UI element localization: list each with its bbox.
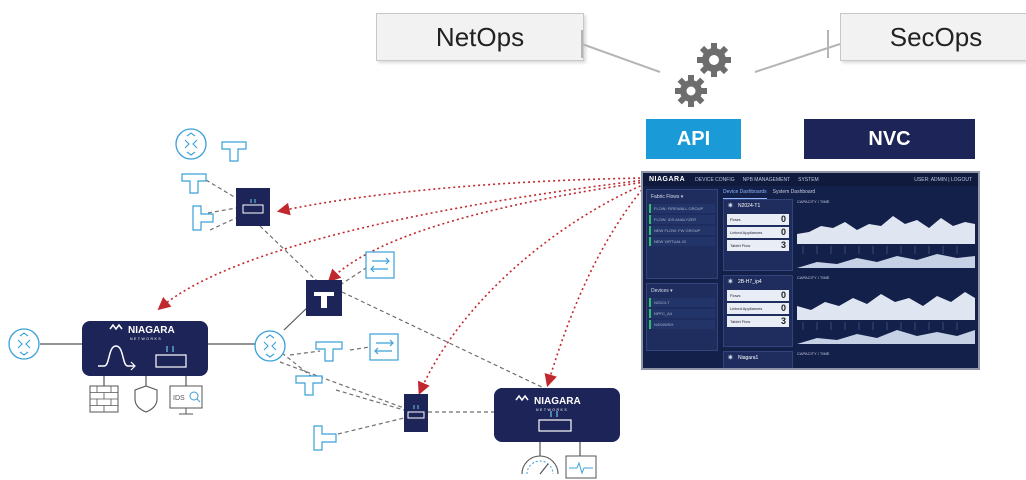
dashboard-top-bar: NIAGARA DEVICE CONFIG NPB MANAGEMENT SYS… — [643, 173, 978, 186]
dashboard-user[interactable]: USER: ADMIN | LOGOUT — [914, 176, 972, 183]
flow-item[interactable]: NEW FLOW: FW GROUP — [649, 226, 715, 235]
dashboard-nav-item[interactable]: NPB MANAGEMENT — [742, 176, 791, 183]
dashboard-sidebar: Fabric Flows ▾ FLOW: FIREWALL GROUP FLOW… — [646, 189, 718, 365]
capacity-area-chart — [797, 292, 975, 344]
api-control-arrows — [157, 177, 646, 395]
devices-panel: Devices ▾ N2024-T NPFC_A4 N4S4WSH — [646, 283, 718, 351]
brand-name-right: NIAGARA — [534, 396, 581, 407]
api-label: API — [676, 127, 711, 150]
secops-box: SecOps — [840, 13, 1026, 61]
ids-monitor-icon: IDS — [169, 385, 203, 415]
dashboard-nav-item[interactable]: SYSTEM — [798, 176, 819, 183]
tab-device-dashboards[interactable]: Device Dashboards — [723, 189, 767, 199]
capacity-label: CAPACITY / TIME — [797, 199, 830, 204]
capacity-area-chart — [797, 216, 975, 268]
shield-icon — [134, 385, 158, 413]
dashboard-logo: NIAGARA — [649, 176, 686, 183]
flow-item[interactable]: NEW VIRTUAL ID — [649, 237, 715, 246]
flow-item[interactable]: FLOW: FIREWALL GROUP — [649, 204, 715, 213]
dashboard-main: Device Dashboards System Dashboard N2024… — [723, 189, 975, 368]
flow-item[interactable]: FLOW: IDS ANALYZER — [649, 215, 715, 224]
brand-name-left: NIAGARA — [128, 325, 175, 336]
gears-icon — [675, 43, 731, 107]
secops-label: SecOps — [889, 21, 983, 52]
tap-icons — [181, 141, 343, 451]
device-name: N2024-T1 — [724, 200, 792, 212]
niagara-appliance-left: NIAGARA NETWORKS — [82, 321, 208, 376]
brand-sub-right: NETWORKS — [536, 408, 568, 412]
brand-sub-left: NETWORKS — [130, 337, 162, 341]
device-row: Niagara1 CAPACITY / TIME — [723, 351, 975, 368]
load-balancer-icon-top — [365, 251, 395, 279]
router-icon-center — [254, 330, 286, 362]
dashboard-tabs: Device Dashboards System Dashboard — [723, 189, 975, 199]
api-box: API — [646, 119, 741, 159]
secops-connector-line — [754, 43, 841, 73]
device-card[interactable]: Niagara1 — [723, 351, 793, 368]
device-item[interactable]: N4S4WSH — [649, 320, 715, 329]
router-icon-top — [175, 128, 207, 160]
load-balancer-icon-mid — [369, 333, 399, 361]
fabric-flows-title[interactable]: Fabric Flows ▾ — [651, 194, 684, 200]
switch-node-bottom — [404, 394, 428, 432]
capacity-label: CAPACITY / TIME — [797, 351, 830, 356]
device-item[interactable]: N2024-T — [649, 298, 715, 307]
device-name: 2B-H7_ip4 — [724, 276, 792, 288]
device-name: Niagara1 — [724, 352, 792, 364]
capacity-label: CAPACITY / TIME — [797, 275, 830, 280]
netops-connector-line — [581, 43, 661, 73]
dashboard-nav-item[interactable]: DEVICE CONFIG — [695, 176, 735, 183]
netops-label: NetOps — [435, 21, 525, 52]
switch-node-top — [236, 188, 270, 226]
fabric-flows-panel: Fabric Flows ▾ FLOW: FIREWALL GROUP FLOW… — [646, 189, 718, 279]
speedometer-icon — [521, 455, 559, 475]
performance-monitor-icon — [565, 455, 597, 479]
nvc-box: NVC — [804, 119, 975, 159]
niagara-appliance-right: NIAGARA NETWORKS — [494, 388, 620, 442]
capacity-chart: CAPACITY / TIME — [797, 351, 975, 368]
ids-label: IDS — [173, 395, 185, 402]
firewall-icon — [89, 385, 119, 413]
tab-system-dashboard[interactable]: System Dashboard — [772, 189, 816, 195]
nvc-label: NVC — [868, 127, 911, 150]
router-icon-left — [8, 328, 40, 360]
device-item[interactable]: NPFC_A4 — [649, 309, 715, 318]
devices-title[interactable]: Devices ▾ — [651, 288, 673, 294]
capacity-chart: CAPACITY / TIME — [797, 199, 975, 271]
capacity-chart: CAPACITY / TIME — [797, 275, 975, 347]
nvc-dashboard-screenshot: NIAGARA DEVICE CONFIG NPB MANAGEMENT SYS… — [641, 171, 980, 370]
tap-node-mid — [306, 280, 342, 316]
netops-box: NetOps — [376, 13, 584, 61]
